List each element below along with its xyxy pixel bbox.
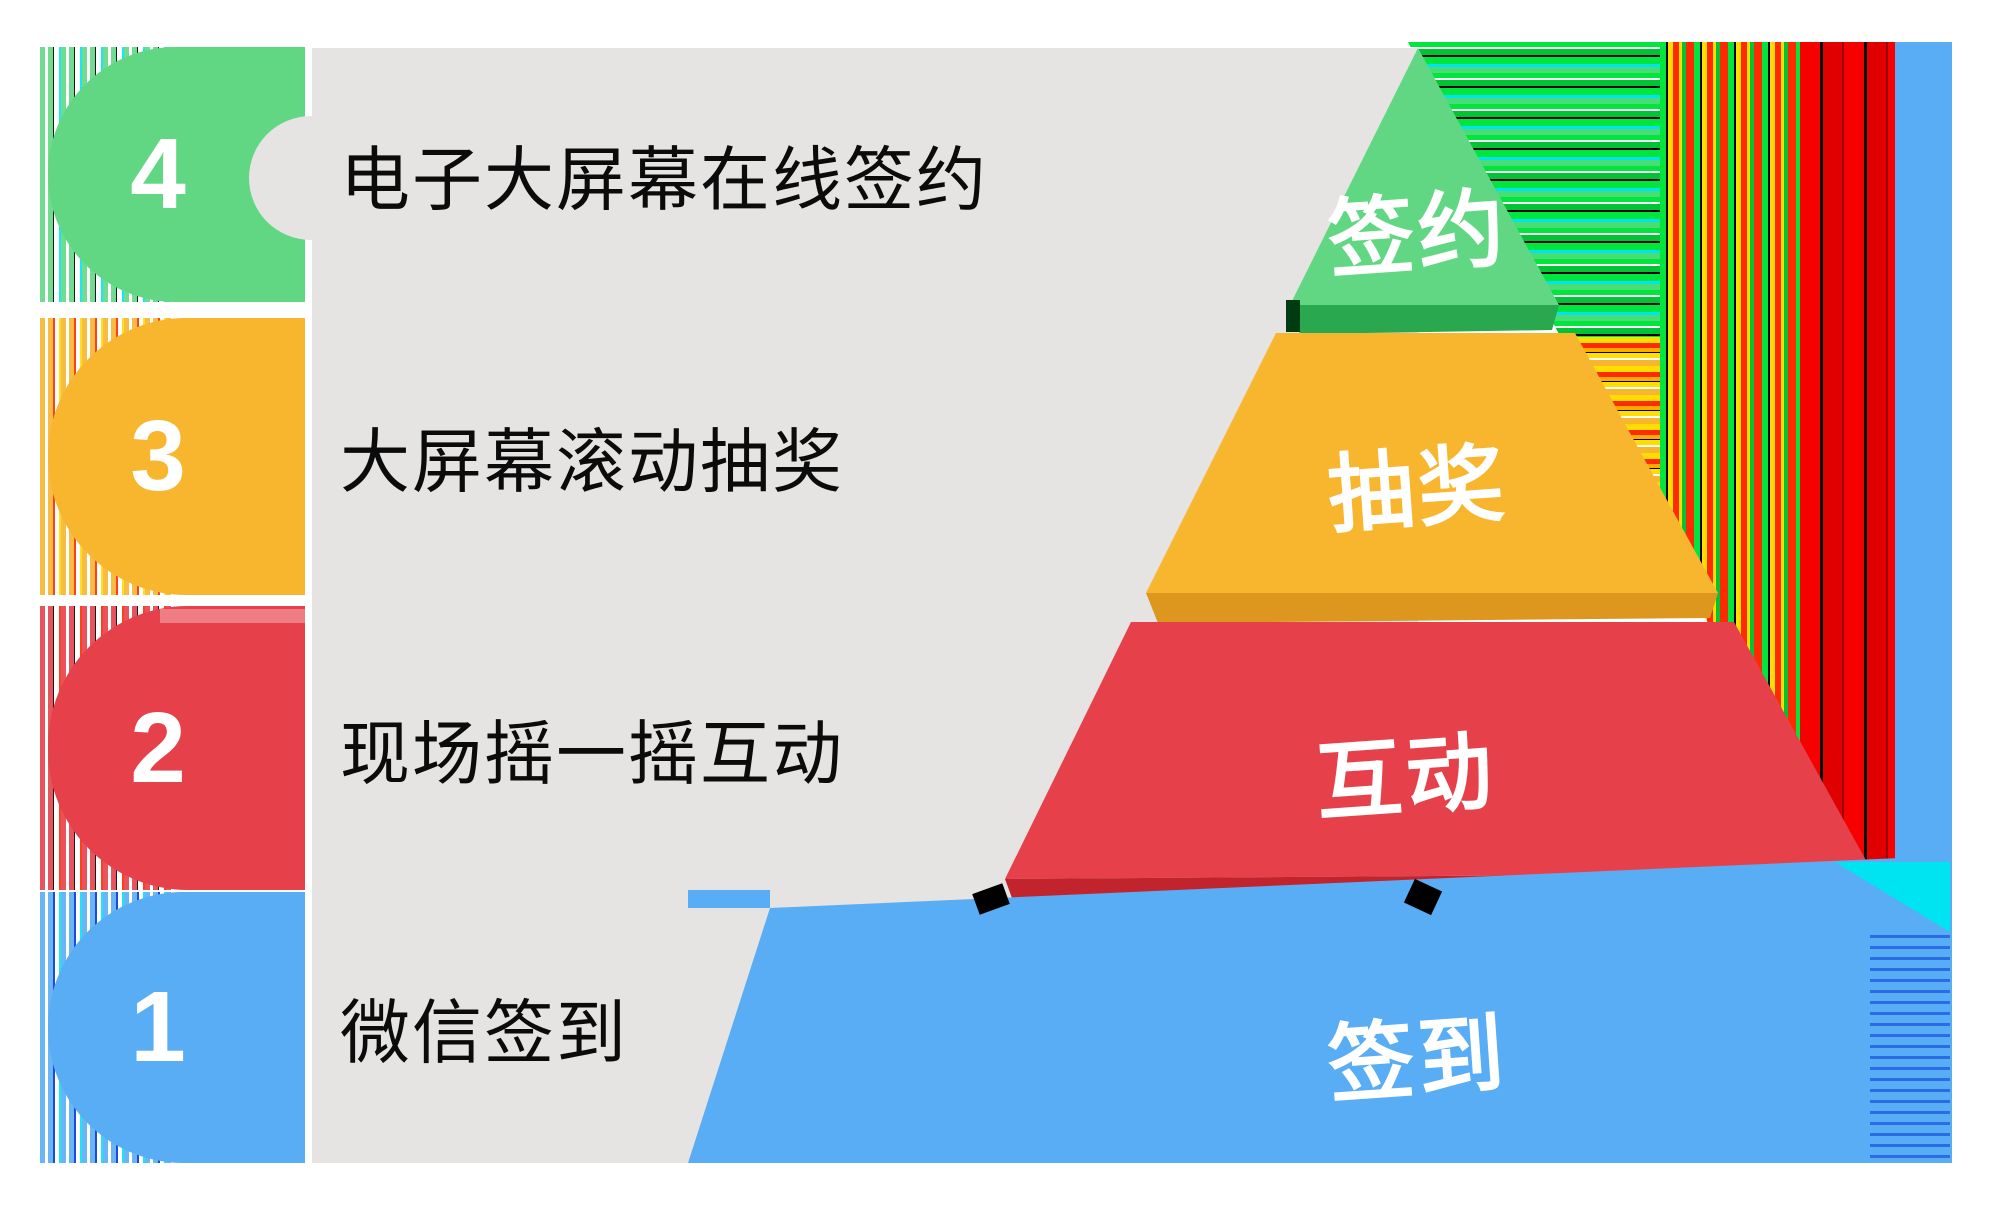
glitch-mark-green-strip <box>1286 300 1300 332</box>
badge-capsule-1: 1 <box>48 892 305 1163</box>
grey-notch-circle <box>249 116 373 240</box>
red-capsule-highlight <box>160 609 305 623</box>
badge-number-4: 4 <box>130 118 186 230</box>
legend-label-2: 现场摇一摇互动 <box>340 714 844 793</box>
legend-label-3: 大屏幕滚动抽奖 <box>340 423 844 501</box>
badge-number-3: 3 <box>130 400 186 512</box>
legend-label-1: 微信签到 <box>340 994 628 1072</box>
legend-label-4: 电子大屏幕在线签约 <box>340 141 988 219</box>
badge-number-1: 1 <box>130 971 186 1083</box>
glitch-blue-bar <box>688 890 770 908</box>
badge-capsule-3: 3 <box>48 318 305 595</box>
badge-capsule-2: 2 <box>48 606 305 890</box>
glitch-red-band <box>1800 42 1895 880</box>
glitch-blue-stripe-column <box>1870 935 1950 1163</box>
badge-number-2: 2 <box>130 691 186 804</box>
